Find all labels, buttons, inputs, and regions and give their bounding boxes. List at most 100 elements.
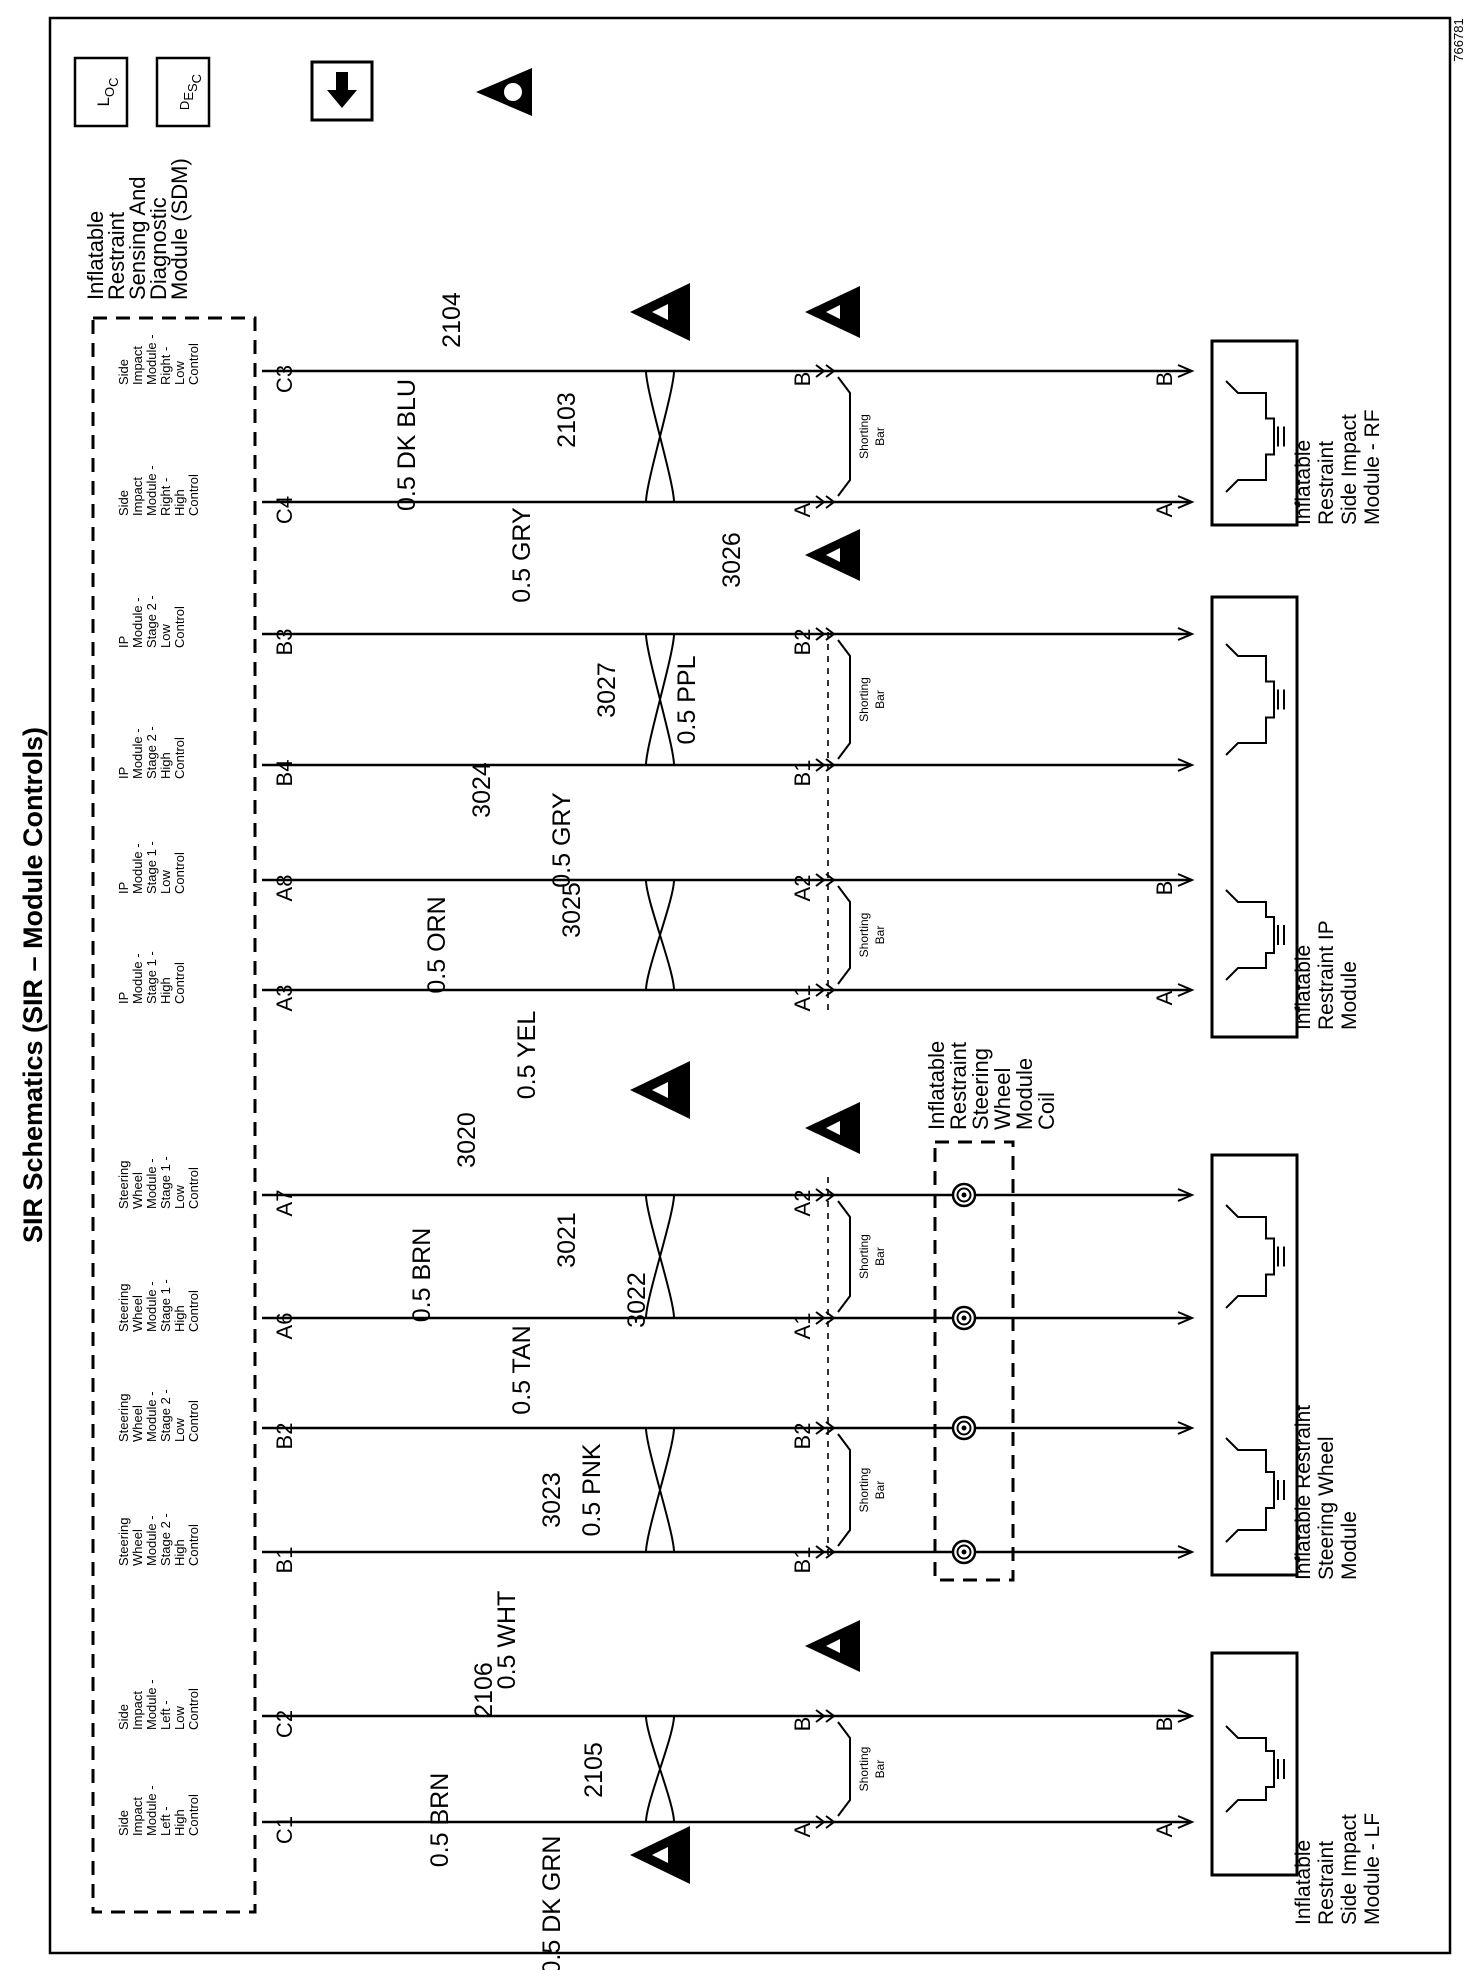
warning-triangle-icon-rf2 xyxy=(805,286,860,338)
svg-text:Inflatable Restraint: Inflatable Restraint xyxy=(1292,1405,1315,1580)
module-ip-box xyxy=(1210,595,1299,1039)
circuit-number-label: 2104 xyxy=(438,292,466,348)
pin-description: Steering xyxy=(116,1284,131,1332)
svg-text:Diagnostic: Diagnostic xyxy=(146,197,171,300)
connector-symbol xyxy=(815,983,836,997)
wire-color-label: 0.5 ORN xyxy=(423,896,451,993)
shorting-bar-label: Shorting xyxy=(857,913,871,958)
shorting-bar-label: Bar xyxy=(873,1760,887,1779)
shorting-bar-symbol xyxy=(837,1200,851,1313)
location-icon[interactable]: LOC xyxy=(73,56,129,128)
svg-text:Inflatable: Inflatable xyxy=(1292,440,1315,525)
warning-triangle-icon-rf xyxy=(630,283,690,341)
steering-wheel-coil-box xyxy=(933,1140,1015,1582)
pin-description: Control xyxy=(186,1290,201,1332)
sdm-pin-label: C3 xyxy=(272,365,297,393)
wire-color-label: 0.5 PPL xyxy=(673,655,701,744)
shorting-bar-label: Shorting xyxy=(857,1468,871,1513)
module-pin-label: A xyxy=(1152,1822,1177,1837)
pin-description: Control xyxy=(172,852,187,894)
circuit-number-label: 2105 xyxy=(580,1742,608,1798)
sdm-pin-label: B4 xyxy=(272,760,297,787)
pin-description: Stage 2 - xyxy=(144,726,159,779)
svg-text:Module - RF: Module - RF xyxy=(1361,409,1384,525)
svg-text:Inflatable: Inflatable xyxy=(1292,1840,1315,1925)
sdm-pin-label: A8 xyxy=(272,875,297,902)
pin-description: Control xyxy=(186,1167,201,1209)
shorting-bar-label: Shorting xyxy=(857,414,871,459)
module-pin-label: B xyxy=(1152,372,1177,387)
svg-text:Coil: Coil xyxy=(1034,1092,1059,1130)
page-title: SIR Schematics (SIR – Module Controls) xyxy=(18,727,48,1243)
pin-description: IP xyxy=(116,882,131,894)
connector-symbol xyxy=(815,1311,836,1325)
shorting-bar-symbol xyxy=(837,1433,851,1547)
circuit-number-label: 3020 xyxy=(453,1112,481,1168)
shorting-bar-label: Bar xyxy=(873,926,887,945)
sdm-pin-label: A7 xyxy=(272,1190,297,1217)
circuit-number-label: 2106 xyxy=(470,1662,498,1718)
sdm-pin-label: A6 xyxy=(272,1313,297,1340)
sdm-pin-label: B2 xyxy=(272,1423,297,1450)
circuit-number-label: 3023 xyxy=(538,1472,566,1528)
page-border xyxy=(48,16,1452,1955)
arrow-head xyxy=(1177,1421,1195,1435)
twisted-pair-symbol xyxy=(645,1427,675,1553)
pin-description: Wheel xyxy=(130,1172,145,1209)
connector-pin-label: B2 xyxy=(790,629,815,656)
shorting-bar-label: Bar xyxy=(873,1247,887,1266)
connector-pin-label: A xyxy=(790,502,815,517)
arrow-head xyxy=(1177,1311,1195,1325)
svg-text:Module (SDM): Module (SDM) xyxy=(167,158,192,300)
pin-description: Steering xyxy=(116,1161,131,1209)
squib-symbol xyxy=(1225,1437,1275,1543)
circuit-number-label: 3027 xyxy=(593,662,621,718)
warning-triangle-icon xyxy=(476,68,532,116)
connector-pin-label: A1 xyxy=(790,985,815,1012)
pin-description: High xyxy=(158,752,173,779)
squib-symbol xyxy=(1225,889,1275,981)
squib-symbol xyxy=(1225,1725,1275,1813)
pin-description: Low xyxy=(158,870,173,894)
connector-symbol xyxy=(815,1545,836,1559)
pin-description: Steering xyxy=(116,1518,131,1566)
pin-description: Module - xyxy=(144,1391,159,1442)
squib-symbol xyxy=(1225,643,1275,756)
pin-description: Impact xyxy=(130,1797,145,1836)
pin-description: Impact xyxy=(130,1691,145,1730)
pin-description: Module - xyxy=(130,728,145,779)
wire-color-label: 0.5 GRY xyxy=(548,792,576,888)
connector-pin-label: A1 xyxy=(790,1313,815,1340)
sdm-pin-label: C2 xyxy=(272,1710,297,1738)
pin-description: Control xyxy=(186,343,201,385)
wire-color-label: 0.5 BRN xyxy=(426,1773,454,1867)
wire-color-label: 0.5 BRN xyxy=(408,1228,436,1322)
module-lf-label: Inflatable Restraint Side Impact Module … xyxy=(1292,1813,1384,1925)
svg-text:Side Impact: Side Impact xyxy=(1338,1814,1361,1925)
warning-triangle-icon-ip xyxy=(805,529,860,581)
sdm-dashed-box xyxy=(91,316,257,1914)
pin-description: Module - xyxy=(144,1515,159,1566)
pin-description: High xyxy=(158,977,173,1004)
connector-symbol xyxy=(815,1188,836,1202)
pin-description: Stage 1 - xyxy=(144,841,159,894)
down-arrow-icon[interactable] xyxy=(310,60,374,122)
pin-description: Low xyxy=(172,1185,187,1209)
pin-description: Wheel xyxy=(130,1295,145,1332)
module-pin-label: A xyxy=(1152,990,1177,1005)
shorting-bar-label: Bar xyxy=(873,690,887,709)
pin-description: IP xyxy=(116,767,131,779)
sdm-pin-label: B1 xyxy=(272,1547,297,1574)
svg-text:Restraint: Restraint xyxy=(1315,441,1338,525)
svg-text:Module - LF: Module - LF xyxy=(1361,1813,1384,1925)
connector-symbol xyxy=(815,495,836,509)
shorting-bar-symbol xyxy=(837,885,851,985)
pin-description: Low xyxy=(158,624,173,648)
svg-text:Inflatable: Inflatable xyxy=(1292,945,1315,1030)
svg-text:Restraint IP: Restraint IP xyxy=(1315,920,1338,1030)
connector-pin-label: A xyxy=(790,1822,815,1837)
shorting-bar-label: Shorting xyxy=(857,677,871,722)
description-icon[interactable]: DESC xyxy=(155,56,211,128)
shorting-bar-label: Bar xyxy=(873,1481,887,1500)
pin-description: Left - xyxy=(158,1806,173,1836)
